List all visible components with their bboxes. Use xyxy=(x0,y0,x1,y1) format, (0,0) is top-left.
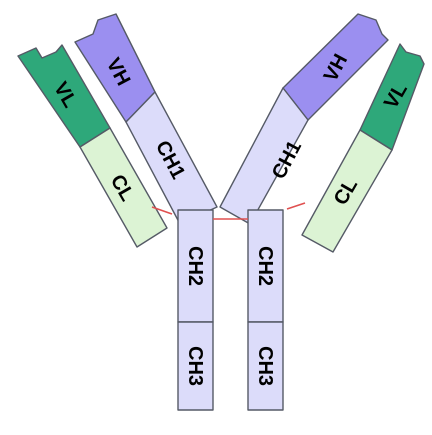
right-ch2-label: CH2 xyxy=(254,246,276,286)
right-interchain-bond xyxy=(286,202,306,210)
right-ch3-domain xyxy=(247,321,284,411)
left-light-chain xyxy=(17,44,168,248)
right-cl-domain xyxy=(301,129,393,253)
left-ch2-label: CH2 xyxy=(184,246,206,286)
right-light-chain xyxy=(301,43,425,253)
right-stem xyxy=(247,209,284,411)
left-stem xyxy=(177,209,214,411)
left-interchain-bond xyxy=(151,206,173,215)
left-cl-domain xyxy=(79,127,168,248)
left-heavy-arm xyxy=(74,13,218,225)
left-ch3-domain xyxy=(177,321,214,411)
left-ch1-domain xyxy=(125,91,218,225)
right-heavy-arm xyxy=(219,13,389,225)
right-ch3-label: CH3 xyxy=(254,346,276,386)
left-ch3-label: CH3 xyxy=(184,346,206,386)
